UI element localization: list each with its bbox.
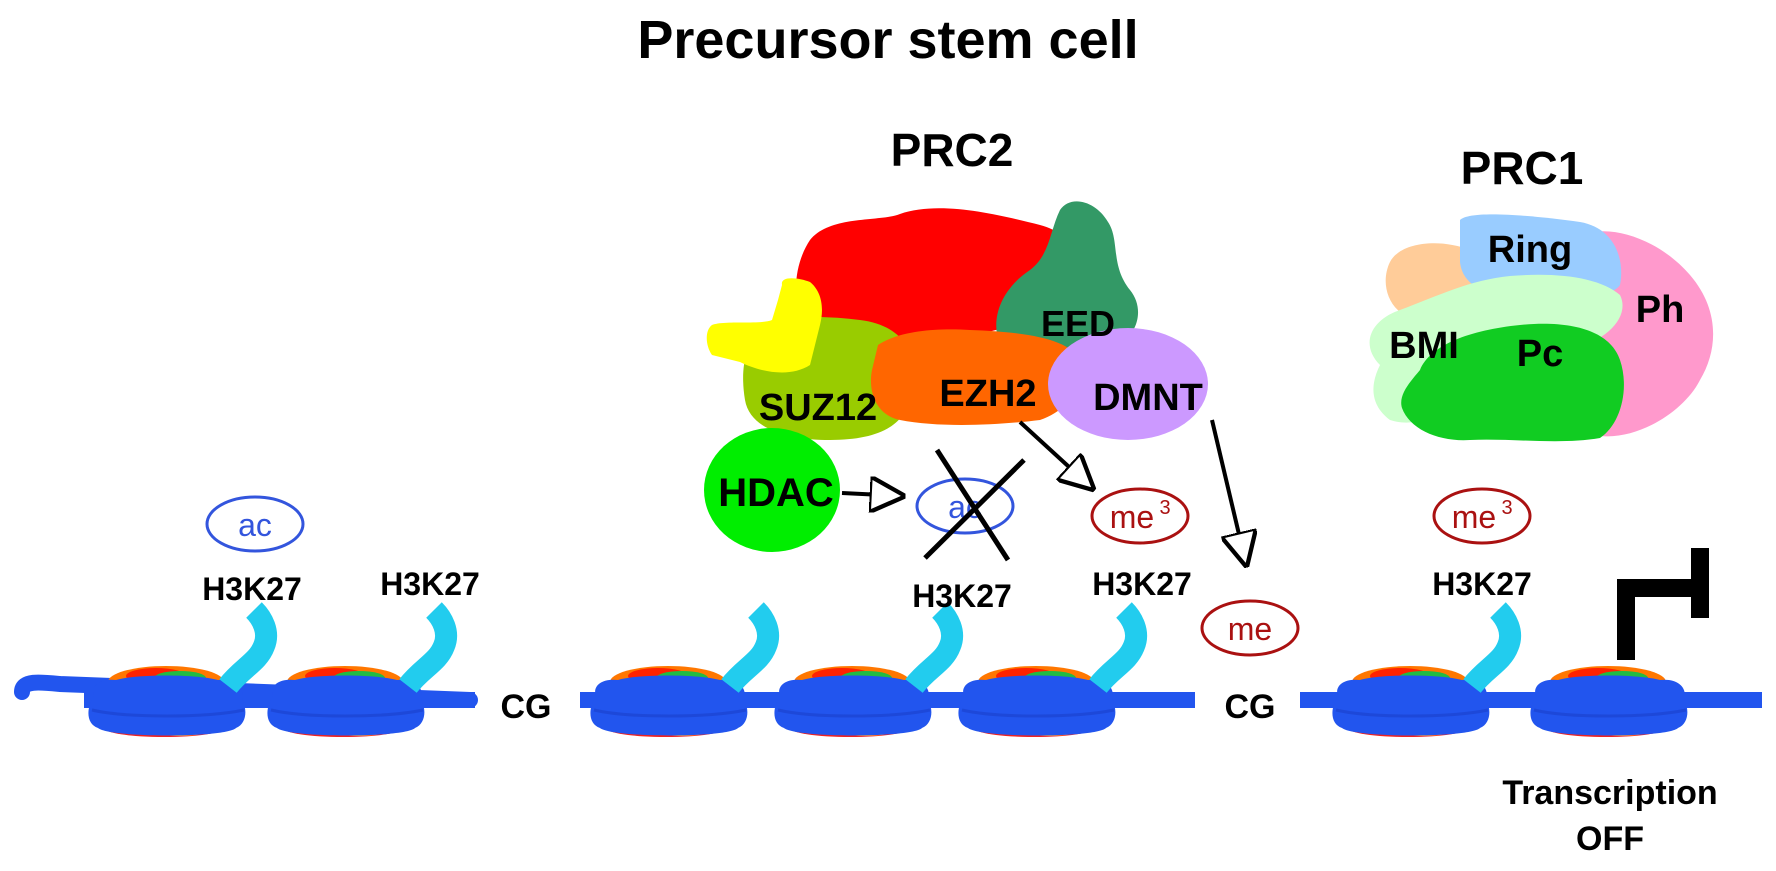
histone-tail	[730, 610, 768, 686]
histone-tail	[1472, 610, 1510, 686]
nucleosome	[1528, 664, 1689, 739]
dmnt-methylation-arrow	[1210, 419, 1246, 564]
ezh2-methylation-arrow	[1018, 420, 1092, 488]
ph-label: Ph	[1636, 289, 1685, 331]
hdac-subunit	[704, 428, 840, 552]
trimethyl-mark: me 3	[1432, 487, 1532, 545]
histone-tail	[1098, 610, 1136, 686]
page-title: Precursor stem cell	[637, 10, 1138, 70]
histone-tail	[408, 610, 446, 686]
prc1-label: PRC1	[1461, 142, 1584, 194]
trimethyl-mark-superscript: 3	[1501, 497, 1512, 519]
suz12-label: SUZ12	[759, 387, 877, 429]
pc-subunit	[1401, 323, 1624, 442]
cross-out-icon	[934, 448, 1011, 562]
dmnt-subunit	[1048, 328, 1208, 440]
h3k27-label: H3K27	[380, 566, 480, 602]
cg-label-right: CG	[1225, 688, 1276, 726]
cross-out-icon	[923, 458, 1026, 560]
transcription-status-line2: OFF	[1576, 820, 1644, 858]
hdac-label: HDAC	[718, 471, 834, 515]
histone-tail	[914, 610, 952, 686]
cg-label-left: CG	[501, 688, 552, 726]
prc2-yellow-subunit	[706, 278, 822, 373]
hdac-deacetylation-arrow	[841, 493, 902, 496]
trimethyl-mark: me 3	[1090, 487, 1190, 545]
trimethyl-mark-superscript: 3	[1159, 497, 1170, 519]
dna-methyl-mark: me	[1200, 599, 1300, 657]
histone-tail	[228, 610, 266, 686]
prc2-complex: EED SUZ12 EZH2 DMNT HDAC	[704, 201, 1208, 552]
bmi-label: BMI	[1389, 325, 1459, 367]
h3k27-label: H3K27	[912, 578, 1012, 614]
ezh2-subunit	[870, 329, 1083, 425]
h3k27-label: H3K27	[202, 571, 302, 607]
ring-label: Ring	[1488, 229, 1572, 271]
ezh2-label: EZH2	[939, 373, 1036, 415]
eed-subunit	[996, 201, 1139, 350]
pc-label: Pc	[1517, 333, 1563, 375]
dna-methyl-mark-label: me	[1228, 611, 1272, 647]
trimethyl-mark-label: me	[1110, 499, 1154, 535]
acetyl-mark-removed: ac	[915, 448, 1026, 562]
trimethyl-mark-label: me	[1452, 499, 1496, 535]
nucleosome	[265, 664, 426, 739]
h3k27-label: H3K27	[1432, 566, 1532, 602]
transcription-status-line1: Transcription	[1502, 774, 1717, 812]
acetyl-mark: ac	[205, 495, 305, 553]
transcription-off-icon	[1617, 548, 1709, 660]
prc1-complex: Ring Ph BMI Pc	[1369, 214, 1714, 442]
acetyl-mark-label: ac	[238, 507, 272, 543]
eed-label: EED	[1041, 303, 1115, 344]
prc2-label: PRC2	[891, 124, 1014, 176]
dmnt-label: DMNT	[1093, 377, 1203, 419]
h3k27-label: H3K27	[1092, 566, 1192, 602]
